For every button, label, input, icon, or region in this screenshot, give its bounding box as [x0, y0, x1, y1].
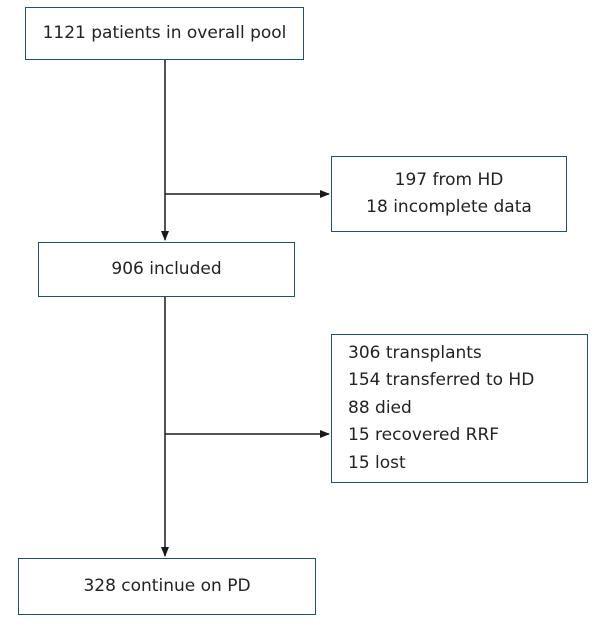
- continue-box: 328 continue on PD: [18, 558, 316, 615]
- overall-pool-box: 1121 patients in overall pool: [25, 7, 304, 60]
- outcome-item: 154 transferred to HD: [348, 370, 535, 391]
- included-label: 906 included: [111, 259, 222, 279]
- outcome-item: 15 lost: [348, 452, 406, 473]
- outcome-item: 15 recovered RRF: [348, 425, 500, 446]
- outcome-item: 88 died: [348, 397, 412, 418]
- exclusions-box: 197 from HD 18 incomplete data: [331, 156, 567, 232]
- exclusion-item: 18 incomplete data: [366, 197, 532, 217]
- outcomes-box: 306 transplants 154 transferred to HD 88…: [331, 334, 588, 483]
- overall-pool-label: 1121 patients in overall pool: [42, 23, 287, 43]
- included-box: 906 included: [38, 242, 295, 297]
- outcome-item: 306 transplants: [348, 342, 482, 363]
- continue-label: 328 continue on PD: [83, 576, 251, 596]
- exclusion-item: 197 from HD: [394, 170, 504, 190]
